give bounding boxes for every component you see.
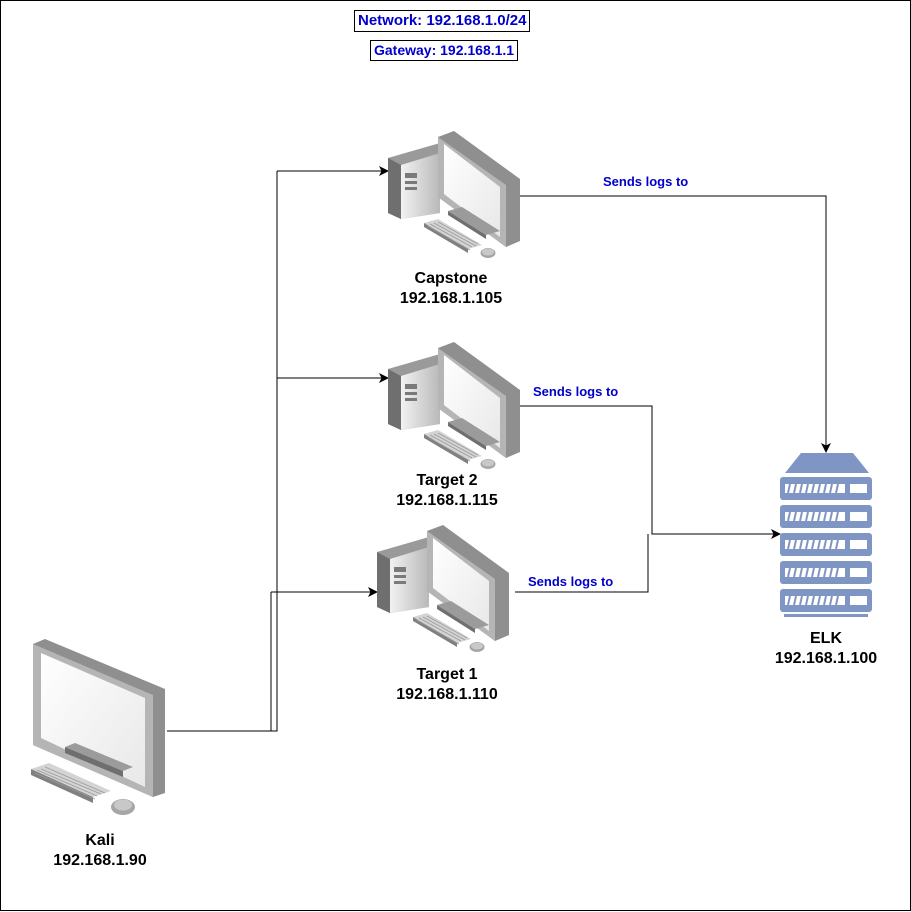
target1-ip: 192.168.1.110 [396, 686, 498, 703]
target2-ip: 192.168.1.115 [396, 492, 498, 509]
edge-kali-bus-b [167, 592, 272, 732]
edge-target1-elk [515, 534, 649, 593]
capstone-computer-icon [387, 130, 521, 259]
node-label-target2: Target 2 192.168.1.115 [396, 471, 497, 511]
capstone-name: Capstone [414, 270, 488, 287]
network-label: Network: 192.168.1.0/24 [354, 10, 531, 32]
kali-computer-icon [30, 638, 166, 816]
kali-name: Kali [85, 832, 115, 849]
node-label-elk: ELK 192.168.1.100 [775, 629, 877, 669]
target1-computer-icon [376, 524, 510, 653]
elk-name: ELK [809, 630, 842, 647]
connection-lines [167, 166, 831, 732]
elk-server-icon [779, 453, 873, 617]
edge-label-target2-elk: Sends logs to [532, 384, 620, 399]
edge-target2-elk [519, 405, 781, 539]
capstone-ip: 192.168.1.105 [399, 290, 503, 307]
target2-name: Target 2 [416, 472, 478, 489]
target2-computer-icon [387, 341, 521, 470]
kali-ip: 192.168.1.90 [53, 852, 147, 869]
node-label-kali: Kali 192.168.1.90 [53, 831, 146, 871]
node-label-target1: Target 1 192.168.1.110 [396, 665, 497, 705]
edge-label-target1-elk: Sends logs to [527, 574, 615, 589]
node-label-capstone: Capstone 192.168.1.105 [400, 269, 502, 309]
target1-name: Target 1 [416, 666, 478, 683]
edge-label-capstone-elk: Sends logs to [602, 174, 690, 189]
gateway-label: Gateway: 192.168.1.1 [370, 40, 519, 61]
elk-ip: 192.168.1.100 [774, 650, 878, 667]
edge-capstone-elk [519, 195, 831, 453]
edge-kali-bus [167, 171, 278, 732]
